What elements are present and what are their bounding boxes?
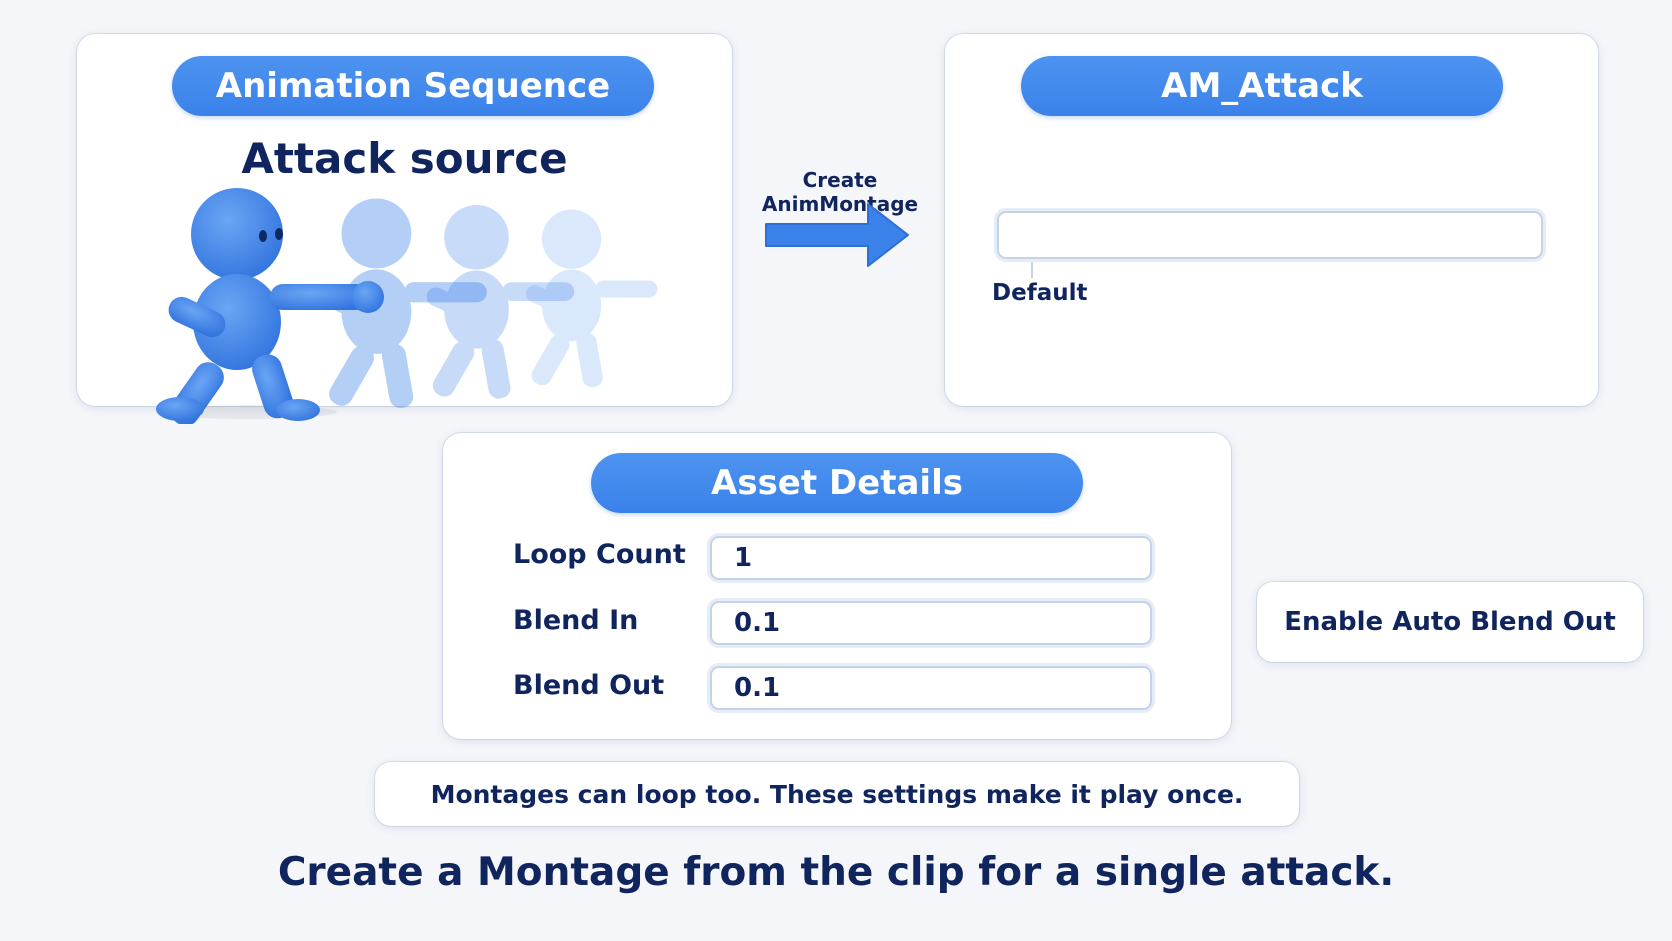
animation-sequence-card: Animation Sequence Attack source [77, 34, 732, 424]
slot-marker-line [1031, 262, 1033, 278]
default-slot-label: Default [992, 280, 1088, 306]
montage-asset-header: AM_Attack [1021, 56, 1503, 116]
main-attack-figure [156, 188, 384, 424]
blend-out-label: Blend Out [513, 670, 665, 701]
loop-count-input[interactable]: 1 [710, 536, 1152, 580]
blend-in-input[interactable]: 0.1 [710, 601, 1152, 645]
create-animmontage-label: Create AnimMontage [761, 168, 919, 216]
ghost-figure-2 [426, 204, 575, 399]
asset-details-card: Asset Details Loop Count 1 Blend In 0.1 … [443, 433, 1231, 739]
note-text: Montages can loop too. These settings ma… [430, 779, 1244, 809]
enable-auto-blend-out-option[interactable]: Enable Auto Blend Out [1257, 582, 1643, 662]
montage-track-bar[interactable] [997, 211, 1543, 259]
montage-asset-card: AM_Attack Default [945, 34, 1598, 406]
ghost-figure-3 [525, 209, 658, 388]
attack-motion-figures-illustration [156, 188, 658, 424]
blend-out-input[interactable]: 0.1 [710, 666, 1152, 710]
animation-sequence-header: Animation Sequence [172, 56, 654, 116]
blend-in-label: Blend In [513, 605, 639, 636]
asset-details-header: Asset Details [591, 453, 1083, 513]
note-box: Montages can loop too. These settings ma… [375, 762, 1299, 826]
caption: Create a Montage from the clip for a sin… [277, 850, 1395, 895]
right-arrow-icon [765, 203, 909, 267]
loop-count-label: Loop Count [513, 539, 686, 570]
attack-source-title: Attack source [241, 134, 568, 183]
enable-auto-blend-out-label: Enable Auto Blend Out [1284, 607, 1616, 637]
